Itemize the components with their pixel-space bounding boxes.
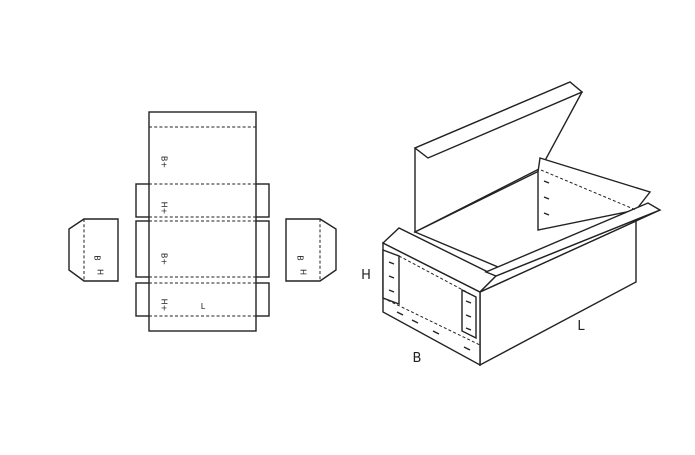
- left-end-flap: [68, 218, 119, 282]
- label-width: B: [413, 351, 422, 366]
- perf-mark: [388, 261, 395, 265]
- assembled-box-3d: H B L: [361, 81, 662, 367]
- perf-mark: [543, 212, 550, 216]
- label-b-plus-top: B+: [160, 156, 169, 168]
- lid-front-tab: [413, 81, 584, 159]
- right-end-flap: [285, 218, 337, 282]
- flat-pattern: B+ H+ B+ H+ L B H B H: [68, 111, 337, 332]
- perf-mark: [388, 275, 395, 279]
- label-height: H: [361, 268, 371, 283]
- label-right-flap-h: H: [299, 269, 308, 275]
- label-right-flap-b: B: [296, 255, 305, 261]
- perf-mark: [543, 196, 550, 200]
- label-l-bottom: L: [201, 302, 206, 311]
- perf-mark: [432, 330, 440, 335]
- perf-mark: [465, 327, 472, 331]
- perf-mark: [543, 180, 550, 184]
- label-b-plus-mid: B+: [160, 253, 169, 265]
- perf-mark: [411, 319, 419, 324]
- fold-line: [398, 255, 477, 298]
- fold-line: [382, 297, 481, 346]
- side-top-lip-back: [484, 202, 662, 277]
- perf-mark: [388, 289, 395, 293]
- front-right-corner-flap: [461, 288, 477, 340]
- label-h-plus-upper: H+: [160, 202, 169, 215]
- label-length: L: [577, 319, 585, 334]
- label-h-plus-lower: H+: [160, 299, 169, 312]
- label-left-flap-b: B: [93, 255, 102, 261]
- fold-line: [540, 169, 637, 211]
- label-left-flap-h: H: [96, 269, 105, 275]
- perf-mark: [465, 314, 472, 318]
- perf-mark: [396, 311, 404, 316]
- perf-mark: [465, 300, 472, 304]
- perf-mark: [463, 346, 471, 351]
